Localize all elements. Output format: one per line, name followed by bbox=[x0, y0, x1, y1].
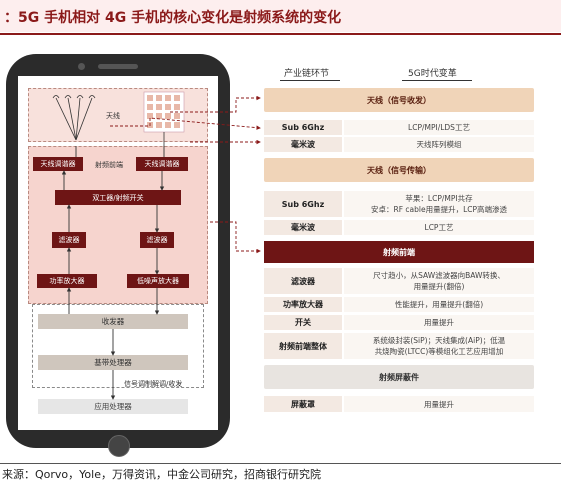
rf-frontend-header: 射频前端 bbox=[264, 241, 534, 263]
sub6-2-line2: 安卓：RF cable用量提升，LCP高端渗透 bbox=[370, 205, 508, 214]
title-rule bbox=[0, 33, 561, 35]
shield-header: 射频屏蔽件 bbox=[264, 365, 534, 389]
source-note: 来源：Qorvo，Yole，万得资讯，中金公司研究，招商银行研究院 bbox=[2, 468, 321, 481]
app-processor-box: 应用处理器 bbox=[38, 399, 188, 414]
rf-whole-line2: 共烧陶瓷(LTCC)等模组化工艺应用增加 bbox=[374, 347, 504, 356]
signal-zone bbox=[32, 304, 204, 388]
duplexer-switch-box: 双工器/射频开关 bbox=[55, 190, 181, 205]
source-rule bbox=[0, 463, 561, 464]
antenna-receive-header: 天线（信号收发） bbox=[264, 88, 534, 112]
switch-value: 用量提升 bbox=[344, 315, 534, 330]
chain-header-rule bbox=[280, 80, 340, 81]
sub6-2-label: Sub 6Ghz bbox=[264, 191, 342, 217]
mmwave-label: 毫米波 bbox=[264, 137, 342, 152]
sub6-label: Sub 6Ghz bbox=[264, 120, 342, 135]
speaker-icon bbox=[98, 64, 138, 69]
rf-whole-line1: 系统级封装(SiP)；天线集成(AiP)；低温 bbox=[372, 336, 506, 345]
filter-right-box: 滤波器 bbox=[140, 232, 174, 248]
mmwave-2-label: 毫米波 bbox=[264, 220, 342, 235]
filter-label: 滤波器 bbox=[264, 268, 342, 294]
pa-label: 功率放大器 bbox=[264, 297, 342, 312]
low-noise-amplifier-box: 低噪声放大器 bbox=[127, 274, 189, 288]
sub6-value: LCP/MPI/LDS工艺 bbox=[344, 120, 534, 135]
antenna-label: 天线 bbox=[106, 112, 120, 120]
title-banner bbox=[0, 0, 561, 32]
change-column-header: 5G时代变革 bbox=[408, 69, 457, 79]
figure-title: ：5G 手机相对 4G 手机的核心变化是射频系统的变化 bbox=[4, 10, 342, 26]
rf-whole-value: 系统级封装(SiP)；天线集成(AiP)；低温 共烧陶瓷(LTCC)等模组化工艺… bbox=[344, 333, 534, 359]
transceiver-box: 收发器 bbox=[38, 314, 188, 329]
tuner-right-box: 天线调谐器 bbox=[136, 157, 188, 171]
switch-label: 开关 bbox=[264, 315, 342, 330]
filter-line2: 用量提升(翻倍) bbox=[413, 282, 465, 291]
shield-label: 屏蔽罩 bbox=[264, 396, 342, 412]
signal-label: 信号调制解调/收发 bbox=[124, 380, 183, 388]
filter-line1: 尺寸趋小，从SAW滤波器向BAW转换、 bbox=[373, 271, 505, 280]
pa-value: 性能提升，用量提升(翻倍) bbox=[344, 297, 534, 312]
power-amplifier-box: 功率放大器 bbox=[37, 274, 97, 288]
mmwave-value: 天线阵列模组 bbox=[344, 137, 534, 152]
rf-whole-label: 射频前端整体 bbox=[264, 333, 342, 359]
antenna-transmit-header: 天线（信号传输） bbox=[264, 158, 534, 182]
filter-left-box: 滤波器 bbox=[52, 232, 86, 248]
camera-icon bbox=[78, 63, 85, 70]
sub6-2-value: 苹果：LCP/MPI共存 安卓：RF cable用量提升，LCP高端渗透 bbox=[344, 191, 534, 217]
tuner-left-box: 天线调谐器 bbox=[33, 157, 83, 171]
sub6-2-line1: 苹果：LCP/MPI共存 bbox=[405, 194, 473, 203]
shield-value: 用量提升 bbox=[344, 396, 534, 412]
rf-frontend-label: 射频前端 bbox=[95, 161, 123, 169]
change-header-rule bbox=[402, 80, 472, 81]
chain-column-header: 产业链环节 bbox=[284, 69, 330, 79]
home-button-icon bbox=[108, 435, 130, 457]
baseband-box: 基带处理器 bbox=[38, 355, 188, 370]
mmwave-2-value: LCP工艺 bbox=[344, 220, 534, 235]
filter-value: 尺寸趋小，从SAW滤波器向BAW转换、 用量提升(翻倍) bbox=[344, 268, 534, 294]
